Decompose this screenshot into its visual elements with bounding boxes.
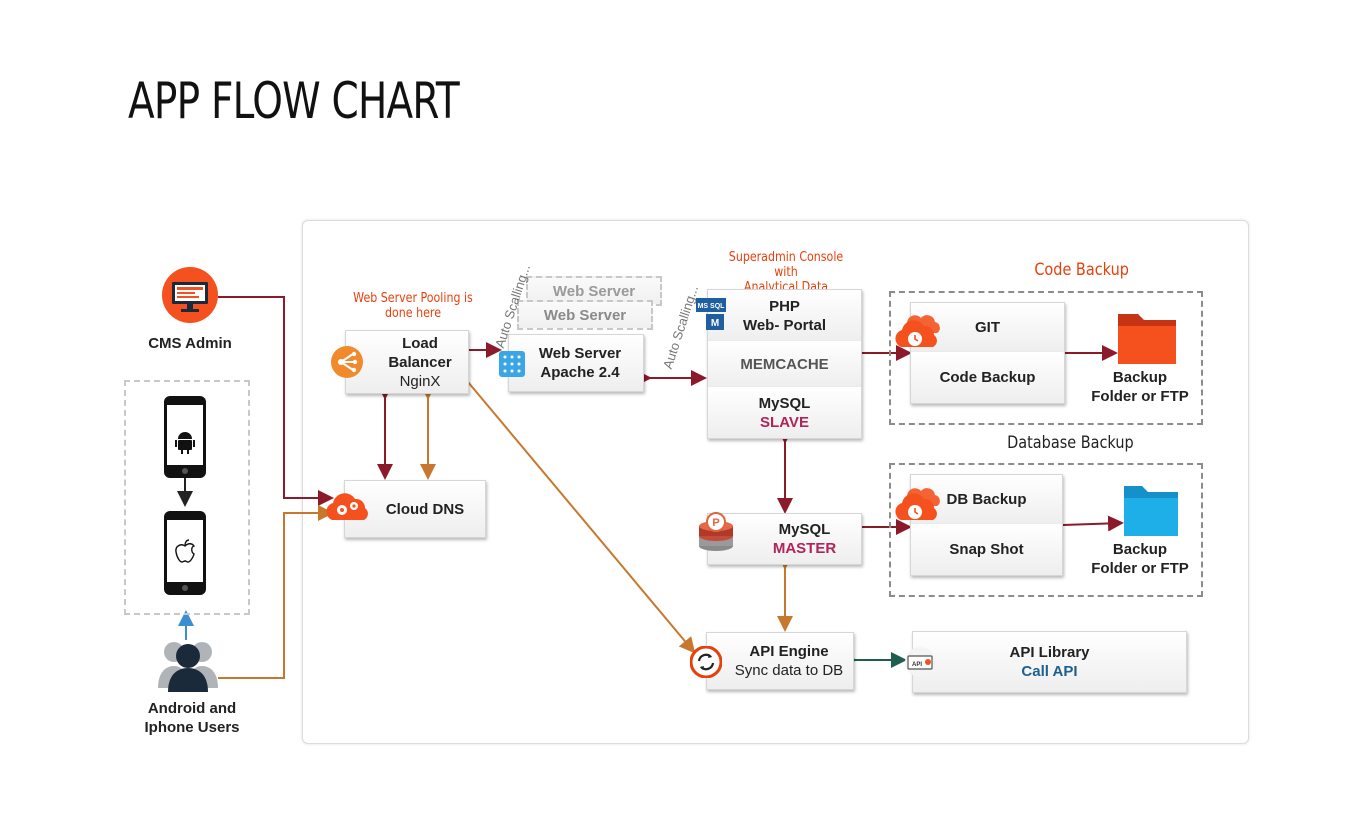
php-line2: Web- Portal	[742, 316, 827, 334]
api-engine-node[interactable]: API Engine Sync data to DB	[706, 632, 854, 690]
api-icon: API	[903, 647, 937, 677]
iphone-icon	[163, 510, 207, 596]
mysql-slave-line1: MySQL	[758, 394, 811, 412]
backup-target-1-line2: Folder or FTP	[1091, 388, 1189, 405]
code-backup-node[interactable]: Code Backup	[910, 352, 1065, 404]
page-title: APP FLOW CHART	[128, 72, 460, 130]
load-balancer-node[interactable]: Load Balancer NginX	[345, 330, 469, 394]
web-server-node[interactable]: Web Server Apache 2.4	[508, 334, 644, 392]
backup-target-2-line2: Folder or FTP	[1091, 560, 1189, 577]
backup-target-1-line1: Backup	[1112, 369, 1168, 386]
mysql-slave-node[interactable]: MySQL SLAVE	[707, 387, 862, 439]
android-phone-icon	[163, 395, 207, 479]
web-server-ghost-2-label: Web Server	[543, 306, 627, 324]
memcache-node[interactable]: MEMCACHE	[707, 341, 862, 387]
code-backup-group	[889, 291, 1203, 425]
api-badge-text: API	[912, 662, 922, 668]
php-node[interactable]: PHP Web- Portal	[707, 289, 862, 341]
cms-admin-label: CMS Admin	[148, 335, 232, 352]
database-backup-group	[889, 463, 1203, 597]
pooling-note-line1: Web Server Pooling is	[353, 291, 473, 306]
api-engine-line1: API Engine	[749, 643, 829, 660]
cloud-backup-icon-2	[893, 482, 943, 524]
code-backup-label: Code Backup	[939, 369, 1036, 386]
backup-target-1-label: Backup Folder or FTP	[1080, 368, 1200, 406]
sync-icon	[689, 645, 723, 679]
memcache-label: MEMCACHE	[740, 355, 829, 373]
users-icon	[156, 636, 220, 692]
php-line1: PHP	[769, 297, 800, 315]
ms-sql-icon: MS SQL M	[696, 298, 726, 330]
backup-target-2-line1: Backup	[1112, 541, 1168, 558]
load-balancer-line1: Load	[402, 334, 438, 352]
snap-shot-node[interactable]: Snap Shot	[910, 524, 1063, 576]
backup-target-2-label: Backup Folder or FTP	[1080, 540, 1200, 578]
load-balancer-line2: Balancer	[388, 353, 452, 371]
ms-sql-letter: M	[711, 318, 719, 329]
cloud-dns-label: Cloud DNS	[385, 500, 465, 518]
svg-text:P: P	[712, 517, 719, 529]
api-engine-line2: Sync data to DB	[734, 662, 844, 679]
ms-sql-badge-text: MS SQL	[698, 303, 726, 310]
devices-group	[124, 380, 250, 615]
web-server-ghost-2: Web Server	[517, 300, 653, 330]
cloud-dns-node[interactable]: Cloud DNS	[344, 480, 486, 538]
mysql-slave-line2: SLAVE	[760, 413, 809, 431]
red-folder-icon	[1116, 308, 1178, 366]
users-label-line2: Iphone Users	[144, 719, 240, 736]
snap-shot-label: Snap Shot	[949, 541, 1024, 558]
api-library-node[interactable]: API Library Call API	[912, 631, 1187, 693]
superadmin-note-line1: Superadmin Console with	[728, 250, 844, 280]
code-backup-title: Code Backup	[1034, 260, 1129, 280]
blue-folder-icon	[1122, 480, 1180, 538]
pooling-note-line2: done here	[385, 306, 441, 321]
server-grid-icon	[498, 350, 526, 378]
api-library-line2: Call API	[1021, 663, 1078, 680]
web-server-line1: Web Server	[538, 345, 622, 362]
database-icon: P	[696, 508, 736, 552]
database-backup-title: Database Backup	[1007, 433, 1134, 453]
users-label: Android and Iphone Users	[122, 699, 262, 737]
cloud-gear-icon	[322, 488, 374, 524]
web-server-line2: Apache 2.4	[540, 364, 620, 381]
load-balancer-line3: NginX	[399, 372, 441, 390]
web-server-ghost-1-label: Web Server	[552, 282, 636, 300]
pooling-note: Web Server Pooling is done here	[349, 291, 477, 321]
git-label: GIT	[975, 319, 1000, 336]
load-balancer-icon	[330, 345, 364, 379]
monitor-icon	[161, 266, 219, 324]
db-backup-label: DB Backup	[946, 491, 1027, 508]
users-label-line1: Android and	[147, 700, 237, 717]
mysql-master-line2: MASTER	[772, 540, 837, 557]
mysql-master-line1: MySQL	[778, 521, 831, 538]
cloud-backup-icon-1	[893, 309, 943, 351]
api-library-line1: API Library	[1009, 644, 1090, 661]
